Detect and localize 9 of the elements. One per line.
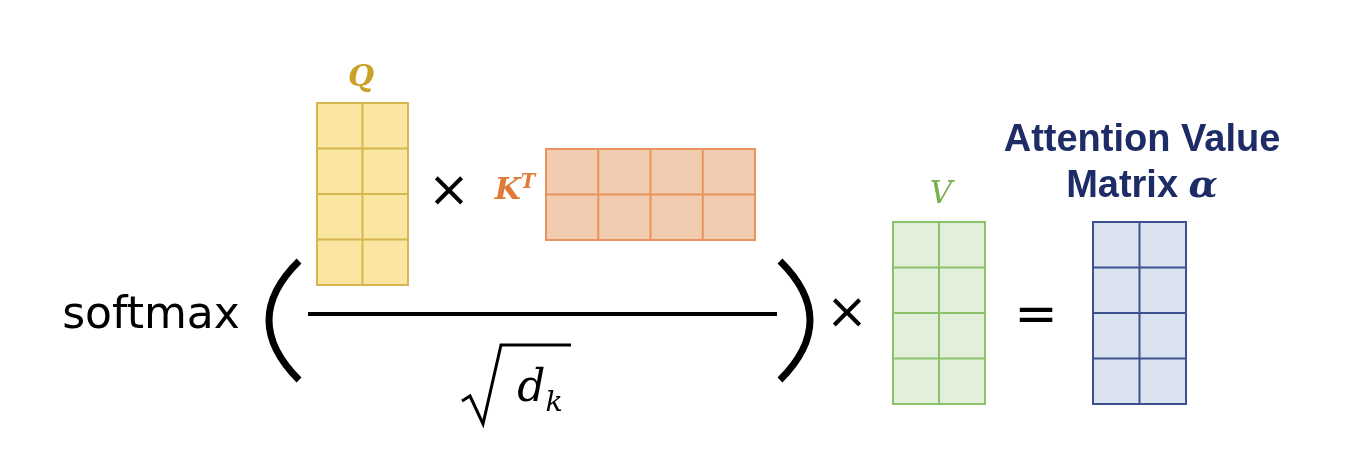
matrix-label: K$^{T}$ <box>494 170 536 206</box>
multiplication-sign: × <box>428 161 470 219</box>
matrix-label: Q <box>347 57 375 93</box>
denominator-term: d$_{k}$ <box>517 360 563 412</box>
function-name: softmax <box>62 287 240 339</box>
matrix-label: Attention Value Matrix α <box>1002 115 1282 207</box>
multiplication-sign: × <box>826 283 868 341</box>
matrix-label: V <box>929 174 953 210</box>
equals-sign: = <box>1014 284 1058 344</box>
